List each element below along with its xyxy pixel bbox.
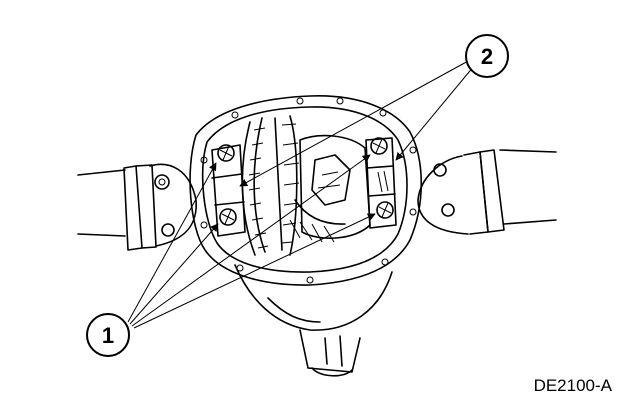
right-axle-tube [417, 149, 557, 235]
ring-gear [241, 115, 300, 256]
left-axle-tube [77, 163, 197, 251]
left-bearing-cap [211, 144, 246, 237]
leader-lines-1 [127, 154, 376, 329]
leader-2-right-cap [395, 65, 475, 161]
callout-1: 1 [86, 313, 130, 357]
callout-2-label: 2 [481, 44, 493, 69]
bolt-upper-left [217, 144, 235, 162]
leader-1-lower-left [129, 223, 219, 325]
leader-lines-2 [239, 59, 475, 187]
leader-1-upper-left [127, 162, 217, 323]
leader-1-upper-right [131, 154, 371, 327]
bolt-upper-right [370, 137, 388, 155]
leader-2-left-cap [239, 59, 471, 187]
differential-housing [189, 95, 422, 377]
figure-code: DE2100-A [534, 376, 613, 395]
bolt-lower-right [376, 201, 394, 219]
leader-1-lower-right [133, 213, 376, 329]
callout-2: 2 [465, 34, 509, 78]
bolt-lower-left [219, 208, 237, 226]
callout-1-label: 1 [102, 323, 114, 348]
